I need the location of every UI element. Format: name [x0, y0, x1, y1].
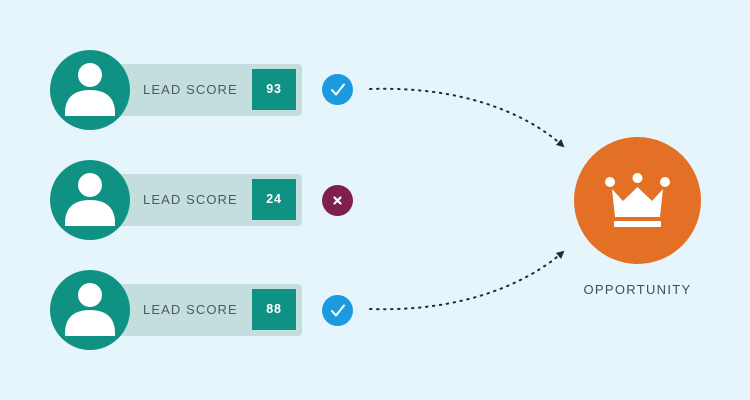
lead-row-1: LEAD SCORE 93	[50, 50, 302, 130]
lead-score-value: 93	[252, 69, 296, 110]
crown-icon	[605, 173, 670, 227]
lead-score-label: LEAD SCORE	[143, 192, 238, 207]
opportunity-circle	[574, 137, 701, 264]
lead-score-value: 24	[252, 179, 296, 220]
lead-score-label: LEAD SCORE	[143, 302, 238, 317]
checkmark-icon	[322, 295, 353, 326]
lead-score-value: 88	[252, 289, 296, 330]
user-avatar-icon	[50, 50, 130, 130]
opportunity-label: OPPORTUNITY	[583, 282, 692, 297]
lead-score-label: LEAD SCORE	[143, 82, 238, 97]
lead-row-3: LEAD SCORE 88	[50, 270, 302, 350]
checkmark-icon	[322, 74, 353, 105]
connector-arrow-bottom	[369, 250, 565, 311]
user-avatar-icon	[50, 270, 130, 350]
lead-row-2: LEAD SCORE 24	[50, 160, 302, 240]
x-icon	[322, 185, 353, 216]
connector-arrow-top	[369, 87, 565, 148]
user-avatar-icon	[50, 160, 130, 240]
